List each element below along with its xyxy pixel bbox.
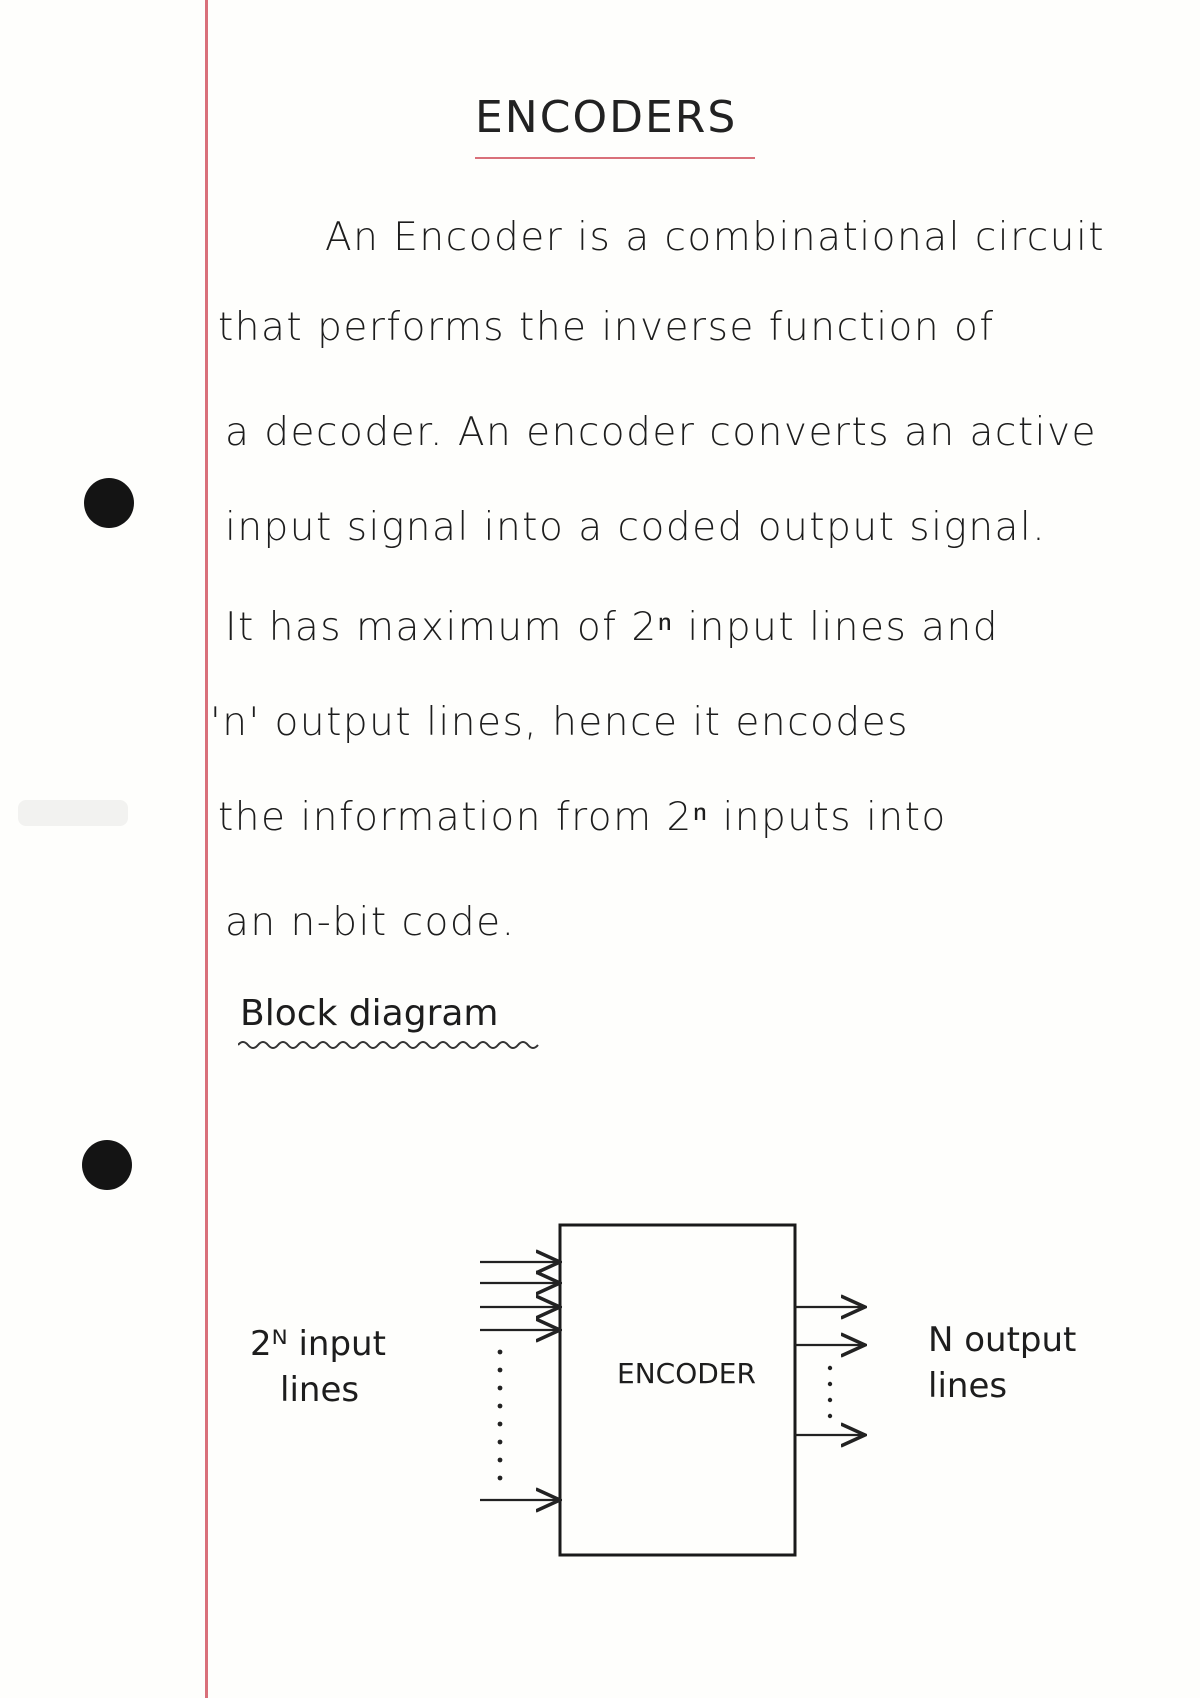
encoder-box-label: ENCODER bbox=[617, 1357, 756, 1390]
paragraph-line-2: that performs the inverse function of bbox=[218, 305, 995, 350]
wavy-underline bbox=[238, 1041, 539, 1049]
punch-hole-top bbox=[84, 478, 134, 528]
paragraph-line-6: 'n' output lines, hence it encodes bbox=[210, 700, 909, 745]
output-arrows bbox=[795, 1307, 865, 1435]
output-label: N output lines bbox=[928, 1318, 1076, 1410]
paragraph-line-5: It has maximum of 2ⁿ input lines and bbox=[225, 605, 1000, 650]
encoder-box bbox=[558, 1223, 797, 1557]
paragraph-line-7: the information from 2ⁿ inputs into bbox=[218, 795, 947, 840]
output-ellipsis-dots bbox=[827, 1365, 833, 1419]
input-label: 2ᴺ input lines bbox=[250, 1322, 386, 1414]
block-diagram-heading: Block diagram bbox=[240, 993, 499, 1034]
punch-hole-bottom bbox=[82, 1140, 132, 1190]
page-smudge bbox=[18, 800, 128, 826]
input-arrows bbox=[480, 1262, 560, 1500]
paragraph-line-3: a decoder. An encoder converts an active bbox=[225, 410, 1098, 455]
input-label-line-2: lines bbox=[280, 1369, 360, 1410]
paragraph-line-1: An Encoder is a combinational circuit bbox=[325, 215, 1106, 260]
output-label-line-2: lines bbox=[928, 1365, 1008, 1406]
page-title: ENCODERS bbox=[475, 92, 738, 143]
input-label-line-1: 2ᴺ input bbox=[250, 1324, 386, 1364]
margin-line bbox=[205, 0, 208, 1698]
input-ellipsis-dots bbox=[497, 1349, 503, 1481]
output-label-line-1: N output bbox=[928, 1320, 1077, 1360]
title-underline bbox=[475, 157, 755, 159]
paragraph-line-4: input signal into a coded output signal. bbox=[225, 505, 1047, 550]
paragraph-line-8: an n-bit code. bbox=[225, 900, 516, 945]
